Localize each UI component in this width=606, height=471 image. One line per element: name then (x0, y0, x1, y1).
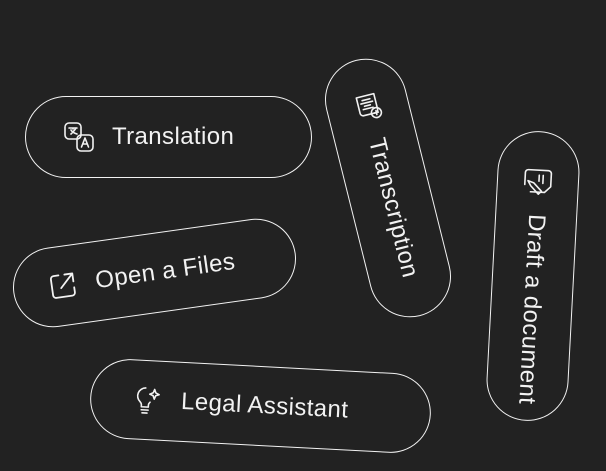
translation-label: Translation (112, 123, 235, 150)
document-edit-icon (520, 163, 556, 199)
external-link-icon (44, 267, 82, 305)
open-files-button[interactable]: Open a Files (7, 213, 302, 333)
translate-icon (62, 120, 96, 154)
open-files-label: Open a Files (93, 247, 237, 295)
draft-document-label: Draft a document (513, 213, 551, 406)
translation-button[interactable]: Translation (25, 96, 312, 178)
legal-assistant-label: Legal Assistant (180, 387, 350, 424)
transcription-button[interactable]: Transcription (316, 50, 460, 326)
legal-assistant-button[interactable]: Legal Assistant (88, 357, 433, 455)
transcription-icon (347, 86, 388, 127)
transcription-label: Transcription (363, 135, 424, 281)
lightbulb-sparkle-icon (130, 382, 166, 418)
draft-document-button[interactable]: Draft a document (484, 129, 582, 423)
